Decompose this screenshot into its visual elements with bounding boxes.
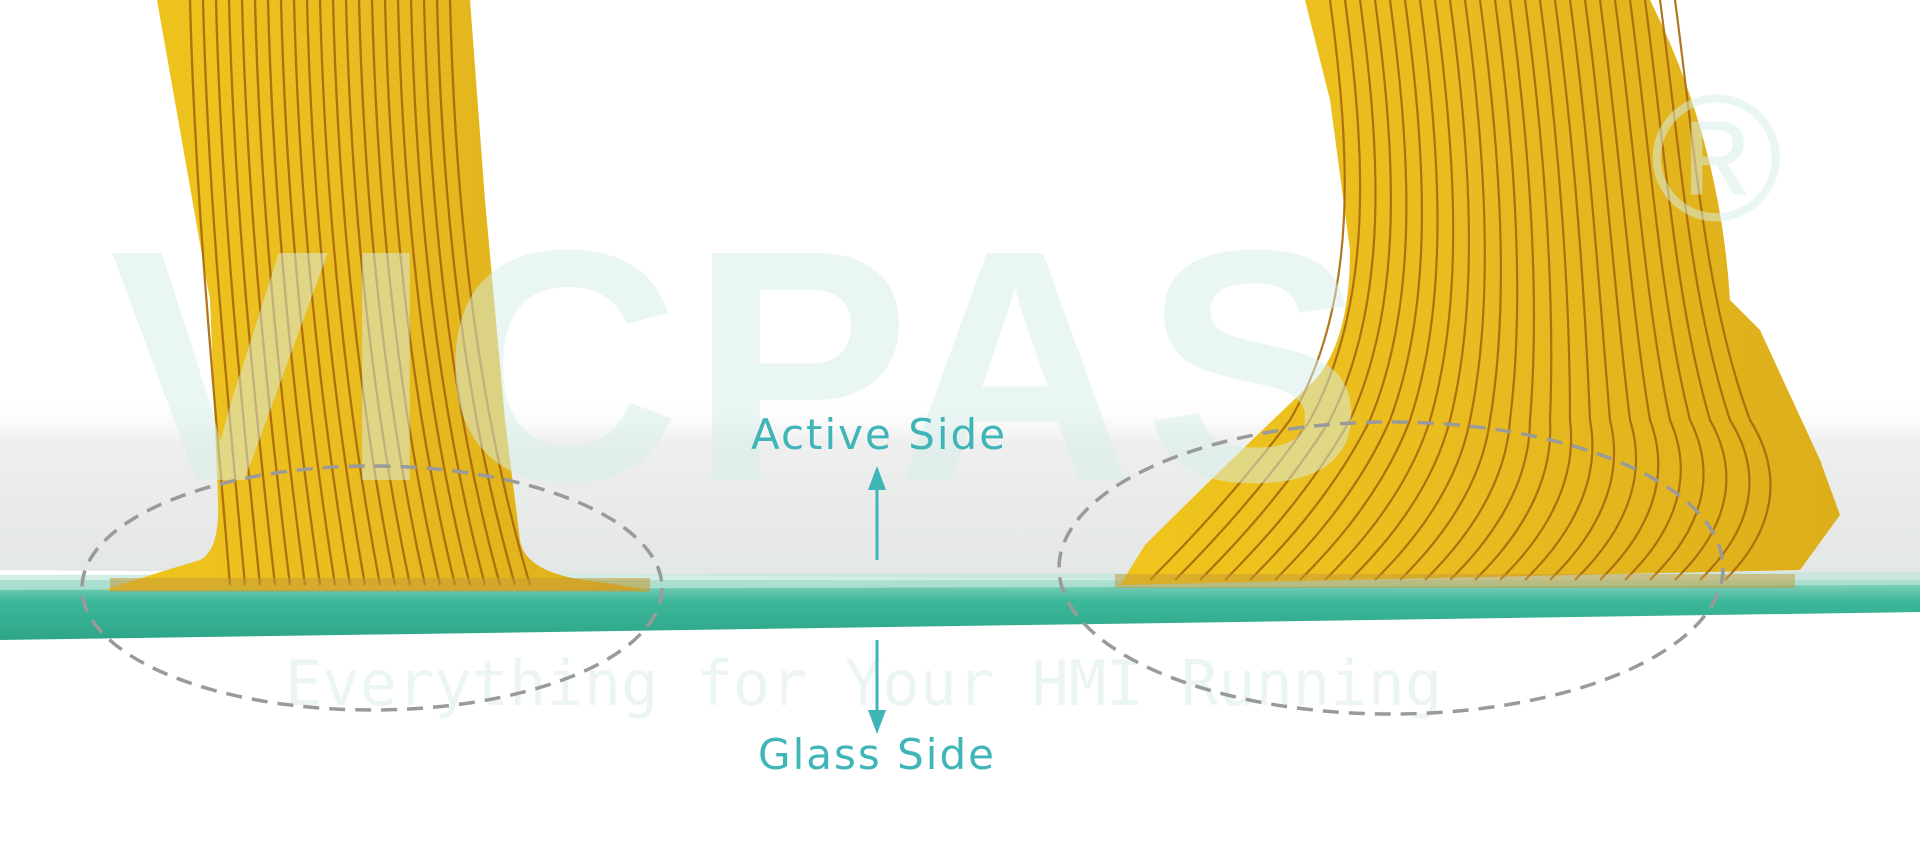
watermark-registered-mark: ® <box>1650 58 1783 259</box>
glass-edge <box>0 580 1920 640</box>
glass-side-arrow <box>868 640 886 734</box>
active-side-label: Active Side <box>750 410 1008 459</box>
active-side-arrow <box>868 466 886 560</box>
left-flex-cable <box>105 0 650 592</box>
left-connector-highlight <box>80 464 664 712</box>
watermark-brand: VICPAS <box>110 181 1374 550</box>
right-flex-cable <box>1115 0 1840 588</box>
watermark-slogan: Everything for Your HMI Running <box>285 647 1442 720</box>
vicpas-watermark: VICPAS ® Everything for Your HMI Running <box>110 58 1783 720</box>
glass-side-label: Glass Side <box>758 730 996 779</box>
right-connector-highlight <box>1057 420 1725 716</box>
